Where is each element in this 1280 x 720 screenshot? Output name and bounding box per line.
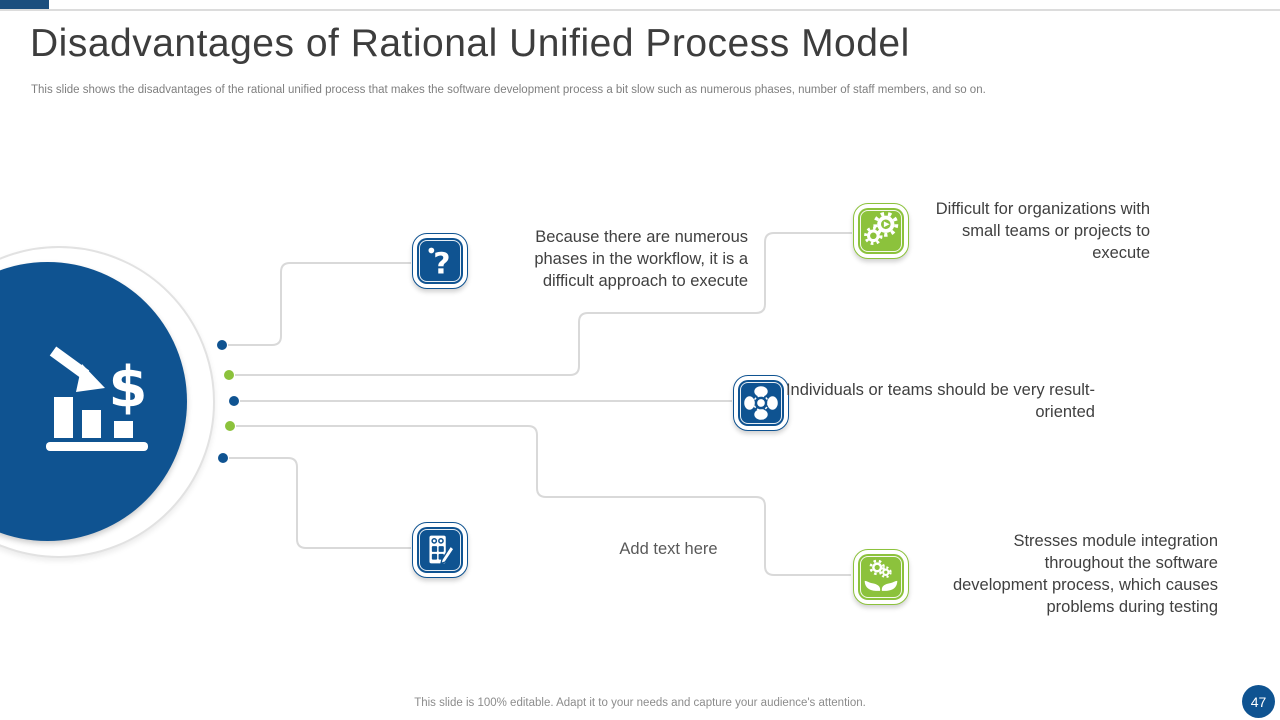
svg-text:?: ? (433, 246, 450, 281)
node-module-integration[interactable] (853, 549, 909, 605)
checklist-pencil-icon (429, 535, 455, 565)
ring-dot-5 (218, 453, 228, 463)
ring-dot-3 (229, 396, 239, 406)
declining-bar-chart-dollar-icon: $ (46, 346, 148, 451)
slide-subtitle: This slide shows the disadvantages of th… (31, 84, 986, 96)
page-number-badge: 47 (1242, 685, 1275, 718)
ring-dot-4 (225, 421, 235, 431)
question-flow-icon: ? (428, 246, 451, 281)
hands-gears-icon (864, 559, 898, 591)
node-text-numerous-phases[interactable]: Because there are numerous phases in the… (534, 228, 748, 290)
svg-text:$: $ (109, 355, 148, 420)
gears-icon (864, 211, 899, 245)
ring-dot-1 (217, 340, 227, 350)
node-numerous-phases[interactable]: ? (412, 233, 468, 289)
node-add-text[interactable] (412, 522, 468, 578)
node-text-result-oriented[interactable]: Individuals or teams should be very resu… (785, 381, 1095, 421)
footer-note: This slide is 100% editable. Adapt it to… (414, 697, 866, 709)
top-divider (0, 9, 1280, 11)
node-small-teams[interactable] (853, 203, 909, 259)
node-text-add-text[interactable]: Add text here (619, 540, 718, 558)
page-title: Disadvantages of Rational Unified Proces… (30, 22, 910, 65)
ring-dot-2 (224, 370, 234, 380)
node-text-module-integration[interactable]: Stresses module integration throughout t… (952, 532, 1218, 616)
teamwork-wheel-icon (744, 386, 778, 420)
node-result-oriented[interactable] (733, 375, 789, 431)
node-text-small-teams[interactable]: Difficult for organizations with small t… (935, 200, 1150, 262)
accent-bar (0, 0, 49, 9)
